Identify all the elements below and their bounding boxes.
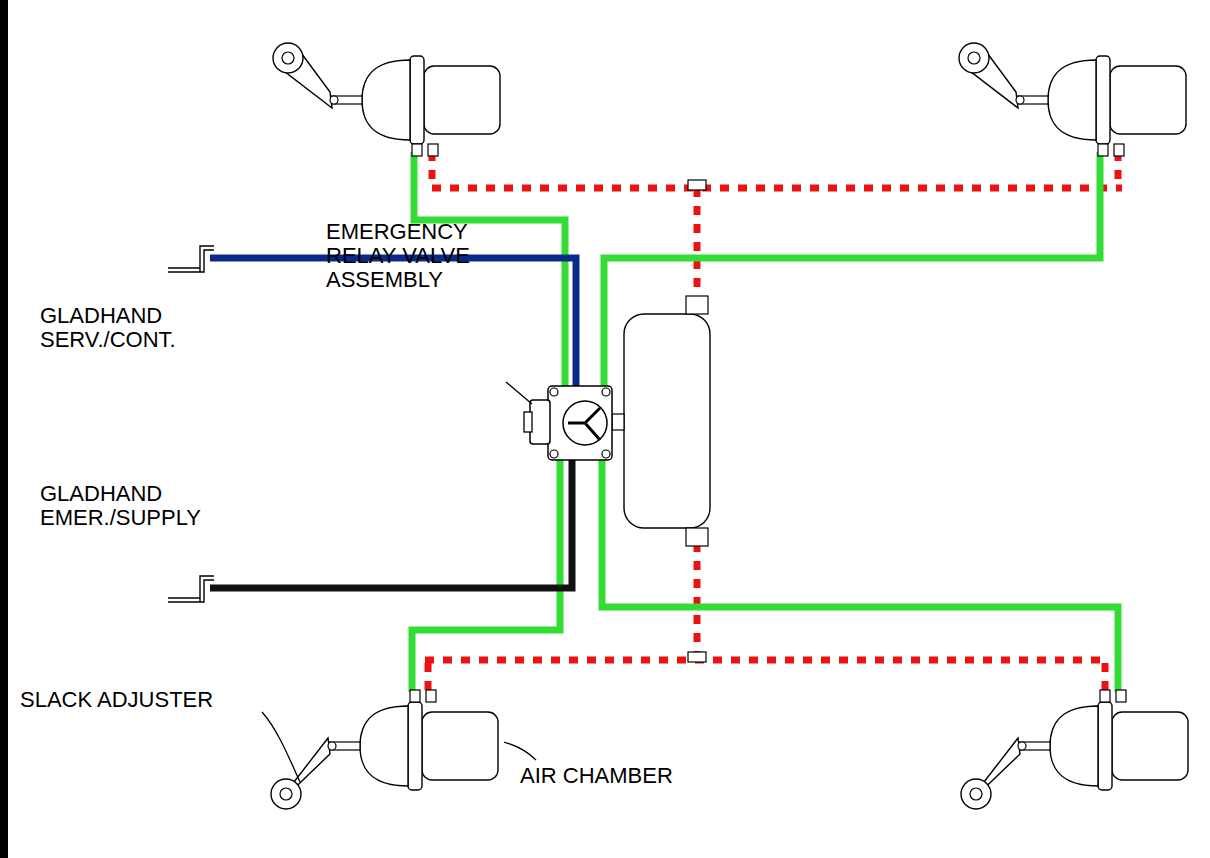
part-label: GLADHAND SERV./CONT. (40, 304, 240, 352)
gladhand-symbol (168, 576, 214, 602)
gladhand-symbol (168, 246, 214, 272)
relay-valve (524, 386, 612, 460)
emergency-line (432, 185, 1122, 192)
emergency-line (1115, 152, 1122, 188)
edge-strip (0, 0, 8, 858)
brake-chamber (959, 43, 1186, 156)
service-line (412, 458, 560, 692)
tee-fitting (688, 180, 706, 190)
part-label: EMERGENCY RELAY VALVE ASSEMBLY (326, 220, 491, 291)
emergency-line (429, 152, 436, 188)
part-label: SLACK ADJUSTER (20, 688, 260, 712)
emergency-line (694, 542, 701, 660)
emergency-line (425, 660, 432, 690)
supply-line (210, 455, 572, 588)
brake-chamber (271, 690, 498, 809)
emergency-line (425, 657, 1105, 664)
leader-line (506, 382, 532, 404)
part-label: AIR CHAMBER (520, 764, 720, 788)
emergency-line (1102, 660, 1109, 690)
part-label: GLADHAND EMER./SUPPLY (40, 482, 240, 530)
emergency-line (694, 188, 701, 300)
brake-chamber (961, 690, 1188, 809)
leader-line (262, 712, 300, 782)
air-reservoir (612, 296, 710, 546)
brake-chamber (273, 43, 500, 156)
leader-line (504, 742, 536, 760)
tee-fitting (688, 652, 706, 662)
